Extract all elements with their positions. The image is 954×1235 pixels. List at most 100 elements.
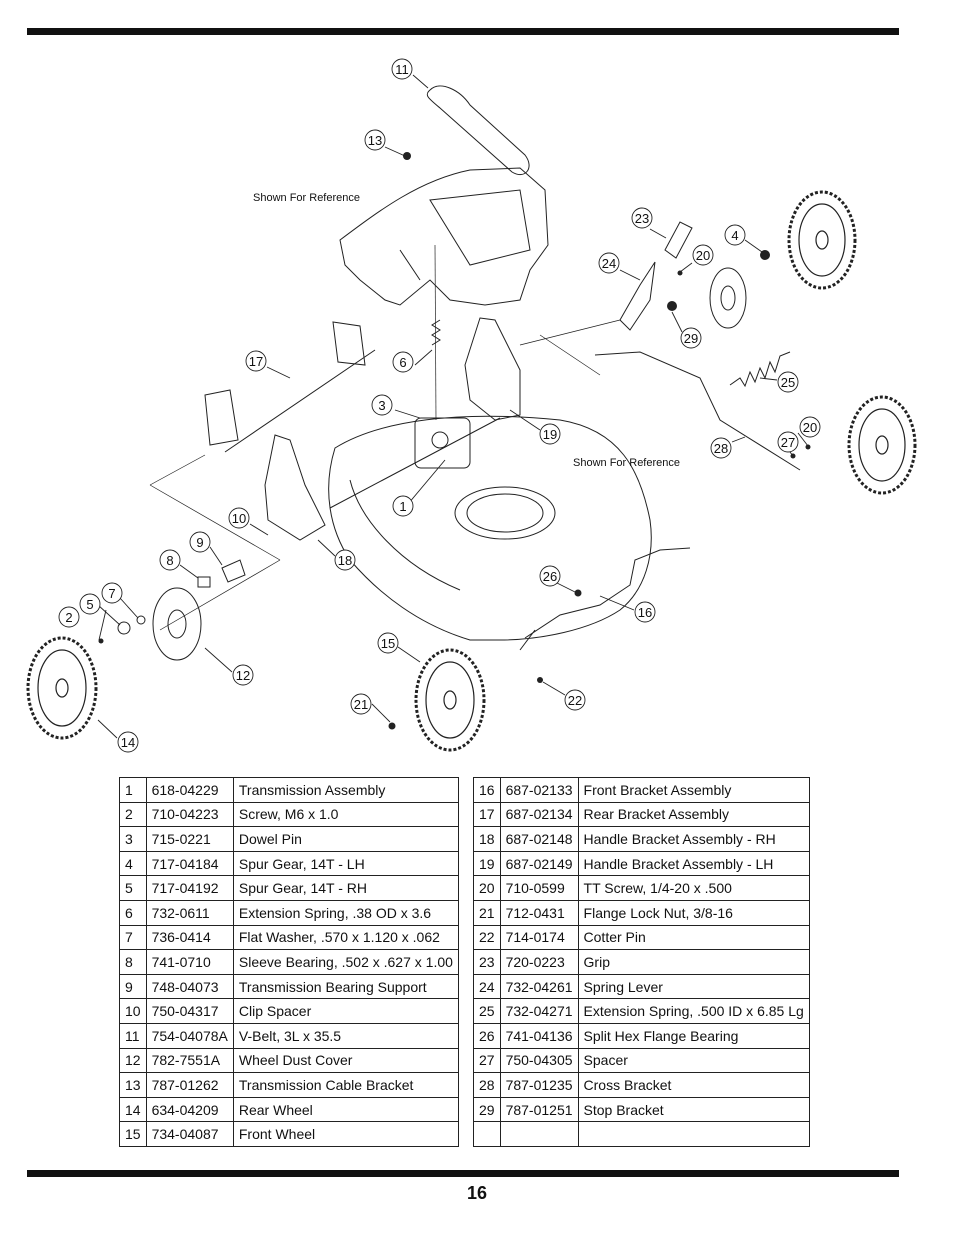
front-wheel-right: [847, 395, 917, 495]
item-number: 28: [473, 1072, 501, 1098]
item-number: 7: [119, 924, 147, 951]
part-number: 732-04261: [499, 973, 579, 1000]
item-number: 23: [473, 949, 501, 975]
part-description: Transmission Bearing Support: [232, 973, 459, 1000]
flange-lock-nut: [388, 722, 396, 730]
part-number: 736-0414: [145, 924, 234, 951]
callout-20a: 20: [696, 248, 710, 263]
callout-3: 3: [378, 398, 385, 413]
rear-wheel-right: [787, 190, 857, 290]
part-description: Spur Gear, 14T - RH: [232, 875, 459, 901]
callout-23: 23: [635, 211, 649, 226]
item-number: 3: [119, 826, 147, 852]
part-description: Transmission Cable Bracket: [232, 1072, 459, 1098]
part-number: 741-04136: [499, 1022, 579, 1049]
callout-6: 6: [399, 355, 406, 370]
part-number: 748-04073: [145, 973, 234, 1000]
item-number: 25: [473, 998, 501, 1024]
part-number: 712-0431: [499, 899, 579, 926]
item-number: 22: [473, 924, 501, 951]
mower-deck: [328, 415, 652, 641]
callout-11: 11: [395, 62, 409, 77]
callout-8: 8: [166, 553, 173, 568]
rear-bracket-plate-right: [332, 321, 366, 366]
part-description: Front Wheel: [232, 1121, 459, 1147]
handle-bracket-rh: [264, 434, 326, 541]
callout-9: 9: [196, 535, 203, 550]
part-description: Flat Washer, .570 x 1.120 x .062: [232, 924, 459, 951]
part-number: [499, 1121, 579, 1147]
item-number: 26: [473, 1022, 501, 1049]
dust-cover-left: [152, 587, 202, 661]
part-description: TT Screw, 1/4-20 x .500: [577, 875, 810, 901]
flat-washer: [136, 615, 146, 625]
part-description: Split Hex Flange Bearing: [577, 1022, 810, 1049]
callout-22: 22: [568, 693, 582, 708]
callout-10: 10: [232, 511, 246, 526]
part-number: 687-02133: [499, 777, 579, 803]
part-description: Spring Lever: [577, 973, 810, 1000]
part-number: 710-0599: [499, 875, 579, 901]
callout-19: 19: [543, 427, 557, 442]
part-description: Rear Wheel: [232, 1096, 459, 1123]
deck-motor-mount: [454, 486, 556, 540]
callout-14: 14: [121, 735, 135, 750]
cotter-pin: [537, 677, 543, 683]
cross-bracket: [594, 351, 801, 471]
reference-label-cover: Shown For Reference: [253, 192, 360, 204]
part-number: 750-04317: [145, 998, 234, 1024]
item-number: 17: [473, 801, 501, 828]
callout-29: 29: [684, 331, 698, 346]
item-number: 8: [119, 949, 147, 975]
part-description: Transmission Assembly: [232, 777, 459, 803]
transmission-cover: [339, 167, 549, 306]
part-description: Flange Lock Nut, 3/8-16: [577, 899, 810, 926]
callout-28: 28: [714, 441, 728, 456]
part-description: Cross Bracket: [577, 1072, 810, 1098]
callout-25: 25: [781, 375, 795, 390]
handle-bracket-lh: [464, 317, 521, 421]
part-number: 782-7551A: [145, 1047, 234, 1074]
front-bracket: [524, 547, 691, 639]
part-number: 734-04087: [145, 1121, 234, 1147]
spur-gear-rh: [117, 621, 131, 635]
dust-cover-right: [709, 267, 747, 329]
item-number: 29: [473, 1096, 501, 1123]
callout-24: 24: [602, 256, 616, 271]
part-description: Grip: [577, 949, 810, 975]
part-number: 732-04271: [499, 998, 579, 1024]
part-number: 634-04209: [145, 1096, 234, 1123]
rear-bracket-plate-left: [204, 389, 239, 446]
callout-13: 13: [368, 133, 382, 148]
item-number: 16: [473, 777, 501, 803]
exploded-parts-diagram: 11 13 1 2 3 4 5 6 7 8 9 10 12 14 15 16 1…: [26, 58, 917, 753]
item-number: 2: [119, 801, 147, 828]
part-description: [577, 1121, 810, 1147]
front-wheel-bottom: [414, 648, 486, 752]
item-number: 1: [119, 777, 147, 803]
item-number: 4: [119, 850, 147, 877]
top-rule: [27, 28, 899, 35]
rear-wheel-left: [26, 636, 98, 740]
part-description: Clip Spacer: [232, 998, 459, 1024]
callout-16: 16: [638, 605, 652, 620]
item-number: 18: [473, 826, 501, 852]
grip: [664, 221, 693, 259]
part-number: 787-01262: [145, 1072, 234, 1098]
part-number: 717-04184: [145, 850, 234, 877]
bearing-support: [221, 559, 246, 583]
part-description: Front Bracket Assembly: [577, 777, 810, 803]
part-description: Rear Bracket Assembly: [577, 801, 810, 828]
